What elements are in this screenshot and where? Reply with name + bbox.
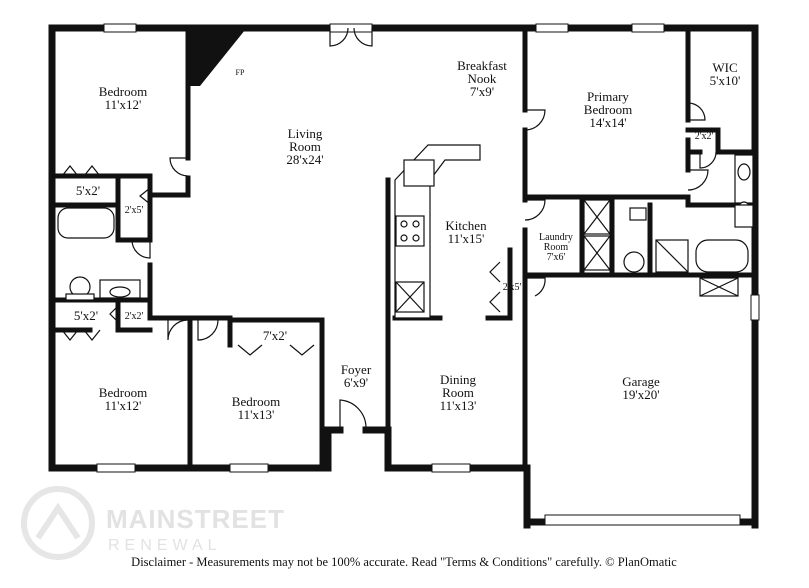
- kitchen-size: 11'x15': [448, 231, 485, 246]
- dining-name2: Room: [442, 385, 474, 400]
- pantry-size: 2'x5': [503, 282, 522, 293]
- primary-closet-size: 2'x2': [695, 131, 714, 142]
- primary-name2: Bedroom: [584, 102, 632, 117]
- fixtures: [57, 154, 754, 301]
- watermark-line2: RENEWAL: [108, 537, 222, 554]
- closet-sw-size: 5'x2': [74, 308, 98, 323]
- linen-2-size: 2'x2': [125, 311, 144, 322]
- windows: [96, 23, 760, 473]
- interior-walls: [51, 27, 758, 469]
- room-labels: Bedroom 11'x12' Living Room 28'x24' FP B…: [74, 58, 740, 422]
- bedroom-mid-name: Bedroom: [232, 394, 280, 409]
- laundry-name: Laundry: [539, 232, 573, 243]
- closet-mid-size: 7'x2': [263, 328, 287, 343]
- fireplace-label: FP: [236, 68, 245, 77]
- living-name: Living: [288, 126, 323, 141]
- garage-name: Garage: [622, 374, 660, 389]
- living-name2: Room: [289, 139, 321, 154]
- foyer-size: 6'x9': [344, 375, 368, 390]
- watermark-line1: MAINSTREET: [106, 504, 285, 534]
- dining-size: 11'x13': [440, 398, 477, 413]
- dining-name: Dining: [440, 372, 477, 387]
- closet-nw-size: 5'x2': [76, 183, 100, 198]
- linen-1-size: 2'x5': [125, 205, 144, 216]
- disclaimer: Disclaimer - Measurements may not be 100…: [131, 555, 677, 569]
- breakfast-name2: Nook: [468, 71, 497, 86]
- laundry-name2: Room: [544, 242, 569, 253]
- bedroom-mid-size: 11'x13': [238, 407, 275, 422]
- kitchen-name: Kitchen: [445, 218, 487, 233]
- primary-size: 14'x14': [589, 115, 626, 130]
- bedroom-nw-size: 11'x12': [105, 97, 142, 112]
- watermark-logo: MAINSTREET RENEWAL: [21, 486, 285, 560]
- laundry-size: 7'x6': [547, 252, 566, 263]
- primary-name: Primary: [587, 89, 629, 104]
- garage-size: 19'x20': [622, 387, 659, 402]
- breakfast-name: Breakfast: [457, 58, 507, 73]
- garage-door: [544, 514, 741, 526]
- wic-size: 5'x10': [710, 73, 741, 88]
- bedroom-nw-name: Bedroom: [99, 84, 147, 99]
- bedroom-sw-size: 11'x12': [105, 398, 142, 413]
- door-swings: [61, 102, 717, 430]
- wic-name: WIC: [712, 60, 737, 75]
- breakfast-size: 7'x9': [470, 84, 494, 99]
- patio-door: [329, 23, 373, 47]
- foyer-name: Foyer: [341, 362, 372, 377]
- living-size: 28'x24': [286, 152, 323, 167]
- fireplace: [190, 30, 245, 86]
- bedroom-sw-name: Bedroom: [99, 385, 147, 400]
- kitchen-counters: [394, 144, 481, 319]
